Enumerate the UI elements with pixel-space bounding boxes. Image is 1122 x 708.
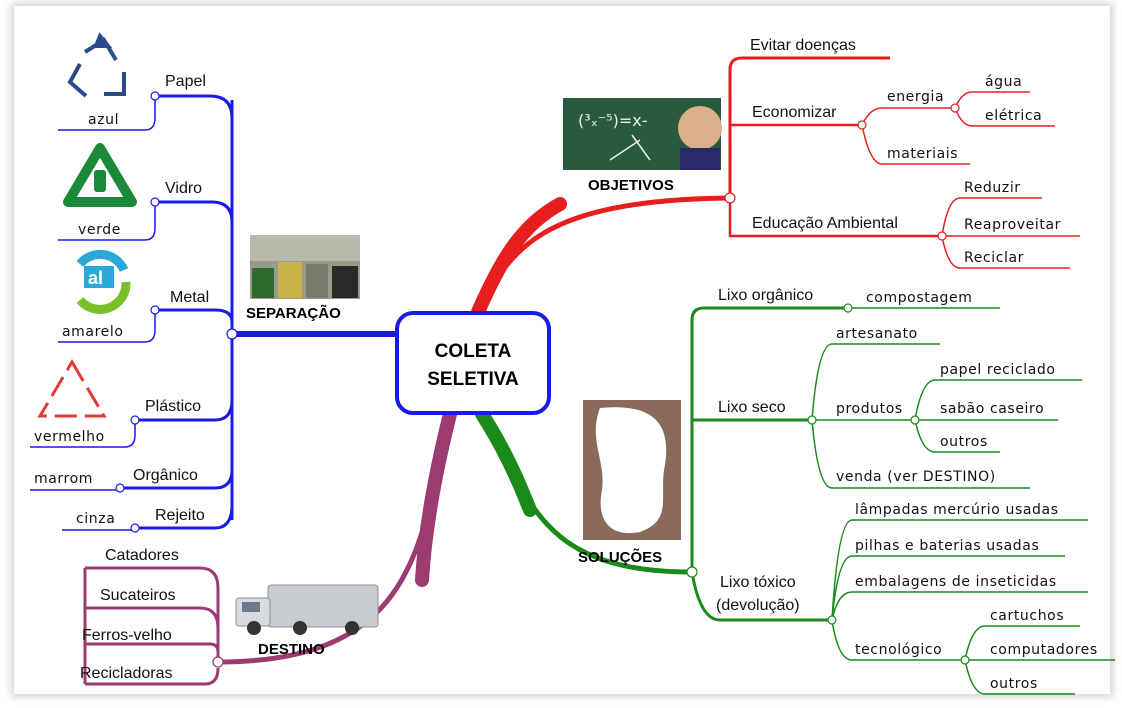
sep-item-rejeito: Rejeito xyxy=(155,507,205,524)
center-title-line1: COLETA xyxy=(435,341,512,362)
sol-sabao: sabão caseiro xyxy=(940,401,1044,417)
svg-text:al: al xyxy=(88,268,103,288)
sol-papel-reciclado: papel reciclado xyxy=(940,362,1056,378)
truck-image xyxy=(235,584,379,635)
sol-organico: Lixo orgânico xyxy=(718,287,813,304)
solucoes-image xyxy=(583,400,681,540)
sep-color-verde: verde xyxy=(78,222,121,238)
sol-venda: venda (ver DESTINO) xyxy=(836,469,996,485)
solucoes-title: SOLUÇÕES xyxy=(578,548,662,566)
objetivos-nodes xyxy=(724,103,960,241)
sol-artesanato: artesanato xyxy=(836,326,918,342)
sol-lampadas: lâmpadas mercúrio usadas xyxy=(855,502,1059,518)
solucoes-nodes xyxy=(686,303,970,665)
sol-pilhas: pilhas e baterias usadas xyxy=(855,538,1039,554)
sol-toxico-line2: (devolução) xyxy=(716,597,800,614)
sol-cartuchos: cartuchos xyxy=(990,608,1064,624)
sep-color-amarelo: amarelo xyxy=(62,324,124,340)
separacao-nodes xyxy=(115,91,238,533)
separacao-branch xyxy=(30,94,234,531)
destino-branch xyxy=(83,566,220,686)
recycle-metal-icon: al xyxy=(76,249,131,314)
separacao-title: SEPARAÇÃO xyxy=(246,304,341,322)
obj-eletrica: elétrica xyxy=(985,108,1042,124)
destino-title: DESTINO xyxy=(258,641,325,658)
sep-color-cinza: cinza xyxy=(76,511,115,527)
bins-image xyxy=(250,235,360,299)
solucoes-branch xyxy=(690,306,1115,695)
center-title-line2: SELETIVA xyxy=(427,369,519,390)
sol-toxico-line1: Lixo tóxico xyxy=(720,574,796,591)
obj-reduzir: Reduzir xyxy=(964,180,1021,196)
sep-color-azul: azul xyxy=(88,112,119,128)
obj-agua: água xyxy=(985,74,1022,90)
center-node: COLETA SELETIVA xyxy=(395,311,551,415)
destino-catadores: Catadores xyxy=(105,547,179,564)
sep-color-marrom: marrom xyxy=(34,471,93,487)
sol-produtos: produtos xyxy=(836,401,903,417)
chalkboard-image: (³ₓ⁻⁵)=x- xyxy=(563,98,722,170)
recycle-red-icon xyxy=(37,359,107,418)
recycle-blue-icon xyxy=(67,32,126,98)
obj-evitar: Evitar doenças xyxy=(750,37,856,54)
sol-tecnologico: tecnológico xyxy=(855,642,942,658)
obj-materiais: materiais xyxy=(887,146,958,162)
obj-reaproveitar: Reaproveitar xyxy=(964,217,1061,233)
svg-text:(³ₓ⁻⁵)=x-: (³ₓ⁻⁵)=x- xyxy=(578,111,648,130)
sol-computadores: computadores xyxy=(990,642,1098,658)
obj-energia: energia xyxy=(887,89,944,105)
sep-color-vermelho: vermelho xyxy=(34,429,105,445)
sep-item-plastico: Plástico xyxy=(145,398,201,415)
obj-educacao: Educação Ambiental xyxy=(752,215,898,232)
objetivos-title: OBJETIVOS xyxy=(588,177,674,194)
sep-item-organico: Orgânico xyxy=(133,467,198,484)
sol-embalagens: embalagens de inseticidas xyxy=(855,574,1057,590)
destino-recicladoras: Recicladoras xyxy=(80,665,172,682)
main-branches xyxy=(217,195,731,665)
sep-item-papel: Papel xyxy=(165,73,206,90)
obj-reciclar: Reciclar xyxy=(964,250,1024,266)
sep-item-vidro: Vidro xyxy=(165,180,202,197)
sep-item-metal: Metal xyxy=(170,289,209,306)
destino-sucateiros: Sucateiros xyxy=(100,587,176,604)
sol-outros1: outros xyxy=(940,434,988,450)
mindmap-frame xyxy=(14,6,1110,694)
sol-seco: Lixo seco xyxy=(718,399,786,416)
recycle-green-icon xyxy=(63,143,137,207)
sol-compostagem: compostagem xyxy=(866,290,972,306)
obj-economizar: Economizar xyxy=(752,104,837,121)
destino-ferros-velho: Ferros-velho xyxy=(82,627,172,644)
sol-outros2: outros xyxy=(990,676,1038,692)
